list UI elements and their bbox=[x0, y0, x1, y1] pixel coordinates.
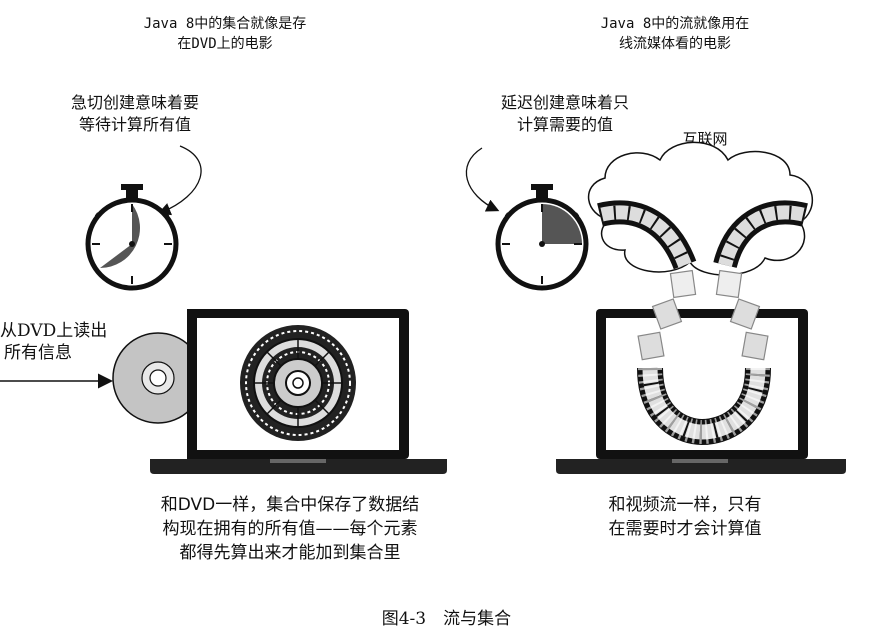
right-note-arrow bbox=[465, 147, 500, 212]
left-clock-note: 急切创建意味着要 等待计算所有值 bbox=[70, 93, 199, 134]
right-caption: 和视频流一样，只有 在需要时才会计算值 bbox=[608, 495, 762, 539]
right-laptop-icon bbox=[556, 309, 846, 474]
left-stopwatch-icon bbox=[85, 184, 179, 291]
left-heading: Java 8中的集合就像是存 在DVD上的电影 bbox=[143, 16, 307, 52]
film-strip-icon bbox=[597, 200, 808, 446]
right-heading: Java 8中的流就像用在 线流媒体看的电影 bbox=[600, 16, 750, 52]
diagram-canvas bbox=[0, 141, 846, 474]
right-clock-note: 延迟创建意味着只 计算需要的值 bbox=[500, 93, 629, 134]
read-note: 从DVD上读出 所有信息 bbox=[0, 321, 108, 363]
film-reel-icon bbox=[240, 325, 356, 441]
left-note-arrow bbox=[157, 145, 202, 216]
right-stopwatch-icon bbox=[495, 184, 589, 291]
cloud-icon bbox=[588, 141, 814, 276]
left-caption: 和DVD一样，集合中保存了数据结 构现在拥有的所有值——每个元素 都得先算出来才… bbox=[160, 495, 420, 563]
